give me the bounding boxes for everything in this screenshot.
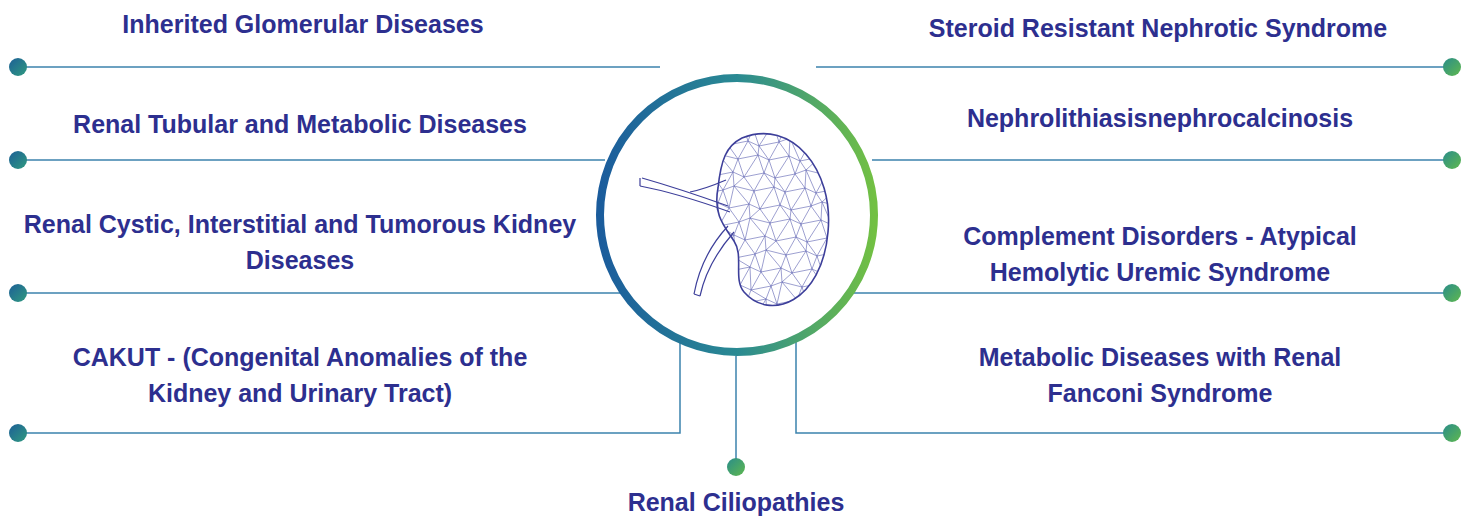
category-label: Renal Ciliopathies [536, 484, 936, 520]
category-label: Renal Tubular and Metabolic Diseases [15, 106, 585, 142]
category-label: Metabolic Diseases with Renal Fanconi Sy… [930, 339, 1390, 411]
category-label: Steroid Resistant Nephrotic Syndrome [868, 10, 1448, 46]
category-label: Complement Disorders - Atypical Hemolyti… [910, 218, 1410, 290]
category-label: Inherited Glomerular Diseases [23, 6, 583, 42]
category-label: Renal Cystic, Interstitial and Tumorous … [5, 206, 595, 278]
category-label: Nephrolithiasisnephrocalcinosis [890, 100, 1430, 136]
category-label: CAKUT - (Congenital Anomalies of the Kid… [60, 339, 540, 411]
